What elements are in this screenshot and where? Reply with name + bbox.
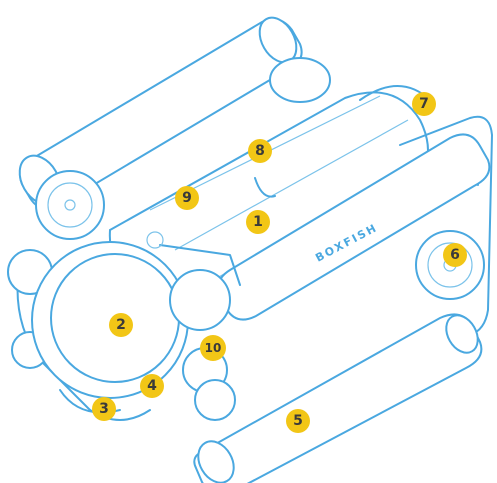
callout-label-5: 5 (293, 413, 303, 429)
left-frame (7, 170, 151, 421)
callout-badge-1: 1 (246, 210, 270, 234)
callout-badge-5: 5 (286, 409, 310, 433)
callout-label-10: 10 (205, 341, 222, 355)
callout-badge-3: 3 (92, 397, 116, 421)
callout-badge-7: 7 (412, 92, 436, 116)
front-cluster (146, 231, 241, 421)
callout-badge-10: 10 (200, 335, 226, 361)
callout-label-3: 3 (99, 401, 109, 417)
top-thruster (269, 57, 431, 103)
callout-label-7: 7 (419, 96, 429, 112)
callout-label-4: 4 (147, 378, 157, 394)
callout-label-6: 6 (450, 247, 460, 263)
callout-label-2: 2 (116, 317, 126, 333)
callout-badge-9: 9 (175, 186, 199, 210)
callout-badge-2: 2 (109, 313, 133, 337)
top-tube (18, 16, 303, 210)
callout-badge-6: 6 (443, 243, 467, 267)
callout-badge-4: 4 (140, 374, 164, 398)
callout-label-1: 1 (253, 214, 263, 230)
callout-badge-8: 8 (248, 139, 272, 163)
callout-label-8: 8 (255, 143, 265, 159)
callout-label-9: 9 (182, 190, 192, 206)
lower-tube (193, 313, 483, 483)
